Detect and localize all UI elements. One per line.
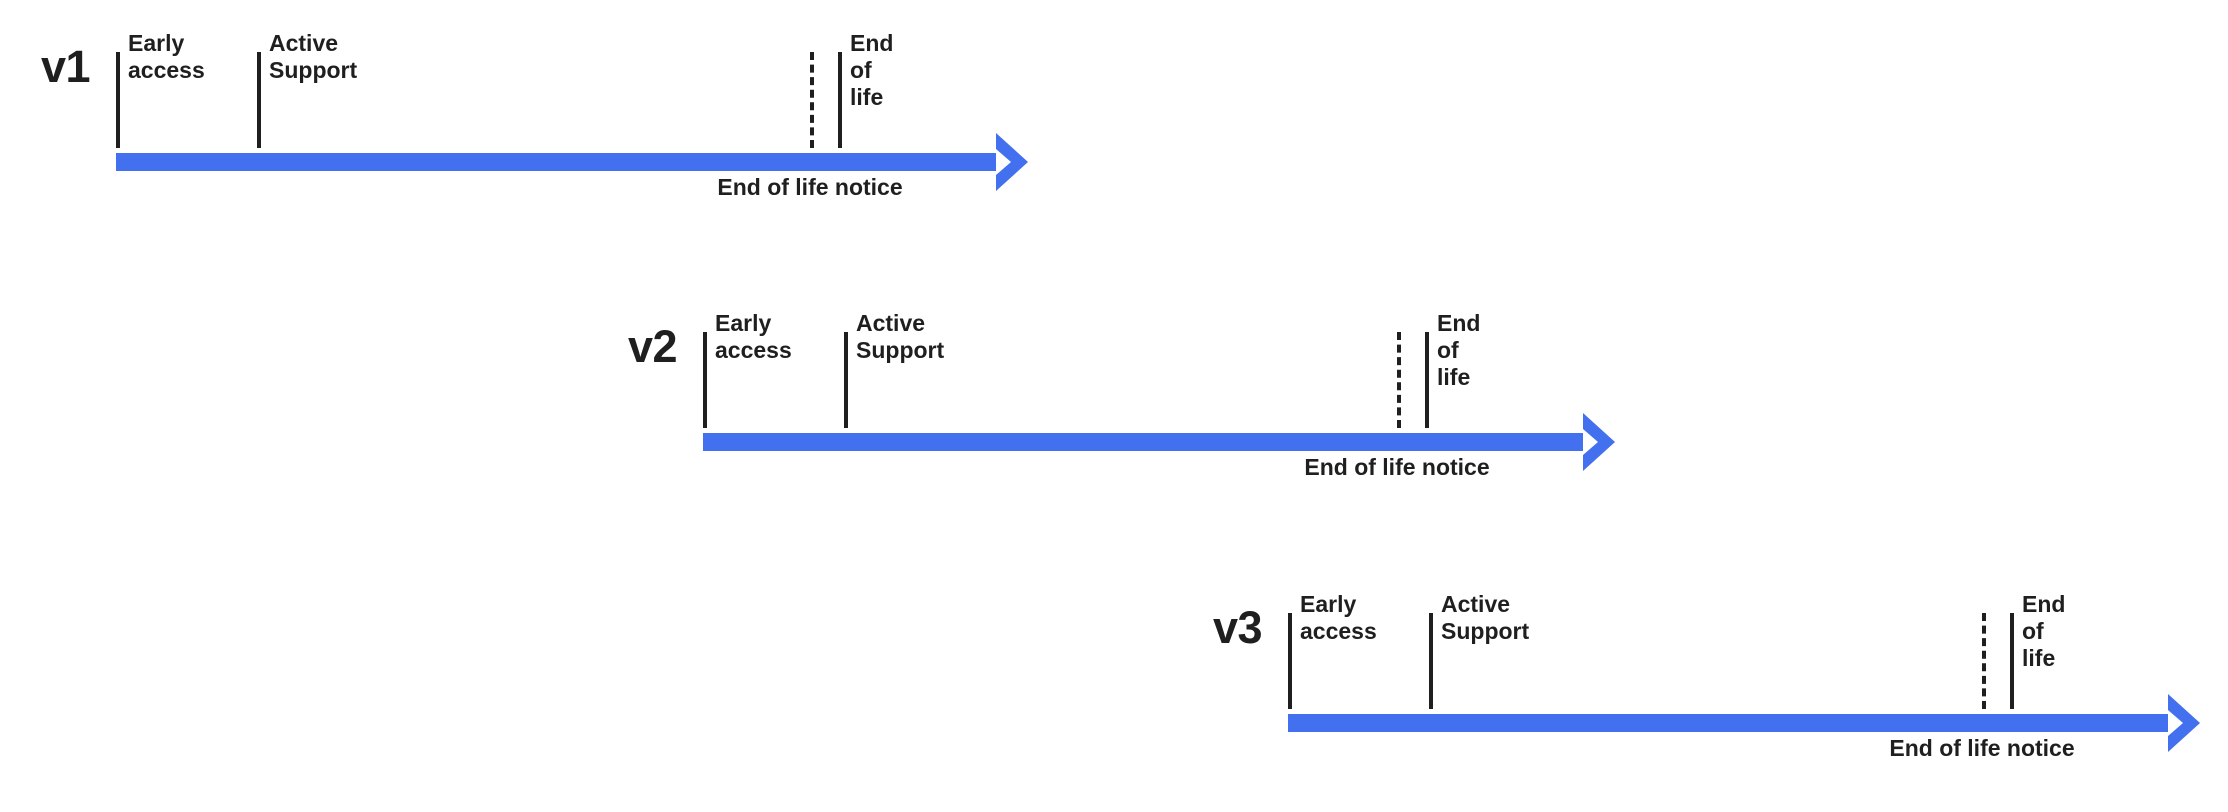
divider-active-support-start	[257, 52, 261, 148]
arrow-head-v3	[2164, 692, 2202, 754]
divider-end-of-life-start	[1425, 332, 1429, 428]
phase-label-v2-0: Early access	[715, 310, 792, 364]
version-label-v1: v1	[40, 41, 91, 92]
phase-label-v3-2: End of life	[2022, 591, 2066, 672]
phase-label-v3-1: Active Support	[1441, 591, 1530, 645]
lifecycle-bar-v1	[116, 153, 996, 171]
divider-active-support-start	[844, 332, 848, 428]
divider-end-of-life-notice-start	[1982, 613, 1986, 709]
lifecycle-bar-v2	[703, 433, 1583, 451]
end-of-life-notice-label-v1: End of life notice	[717, 174, 903, 200]
divider-end-of-life-start	[838, 52, 842, 148]
version-label-v2: v2	[627, 321, 678, 372]
phase-label-v1-1: Active Support	[269, 30, 358, 84]
version-label-v3: v3	[1212, 602, 1263, 653]
phase-label-v3-0: Early access	[1300, 591, 1377, 645]
arrow-head-v2	[1579, 411, 1617, 473]
divider-early-access-start	[1288, 613, 1292, 709]
divider-active-support-start	[1429, 613, 1433, 709]
end-of-life-notice-label-v2: End of life notice	[1304, 454, 1490, 480]
divider-early-access-start	[116, 52, 120, 148]
divider-end-of-life-notice-start	[1397, 332, 1401, 428]
phase-label-v2-1: Active Support	[856, 310, 945, 364]
arrow-head-v1	[992, 131, 1030, 193]
phase-label-v2-2: End of life	[1437, 310, 1481, 391]
phase-label-v1-0: Early access	[128, 30, 205, 84]
divider-end-of-life-start	[2010, 613, 2014, 709]
divider-end-of-life-notice-start	[810, 52, 814, 148]
phase-label-v1-2: End of life	[850, 30, 894, 111]
divider-early-access-start	[703, 332, 707, 428]
lifecycle-bar-v3	[1288, 714, 2168, 732]
end-of-life-notice-label-v3: End of life notice	[1889, 735, 2075, 761]
